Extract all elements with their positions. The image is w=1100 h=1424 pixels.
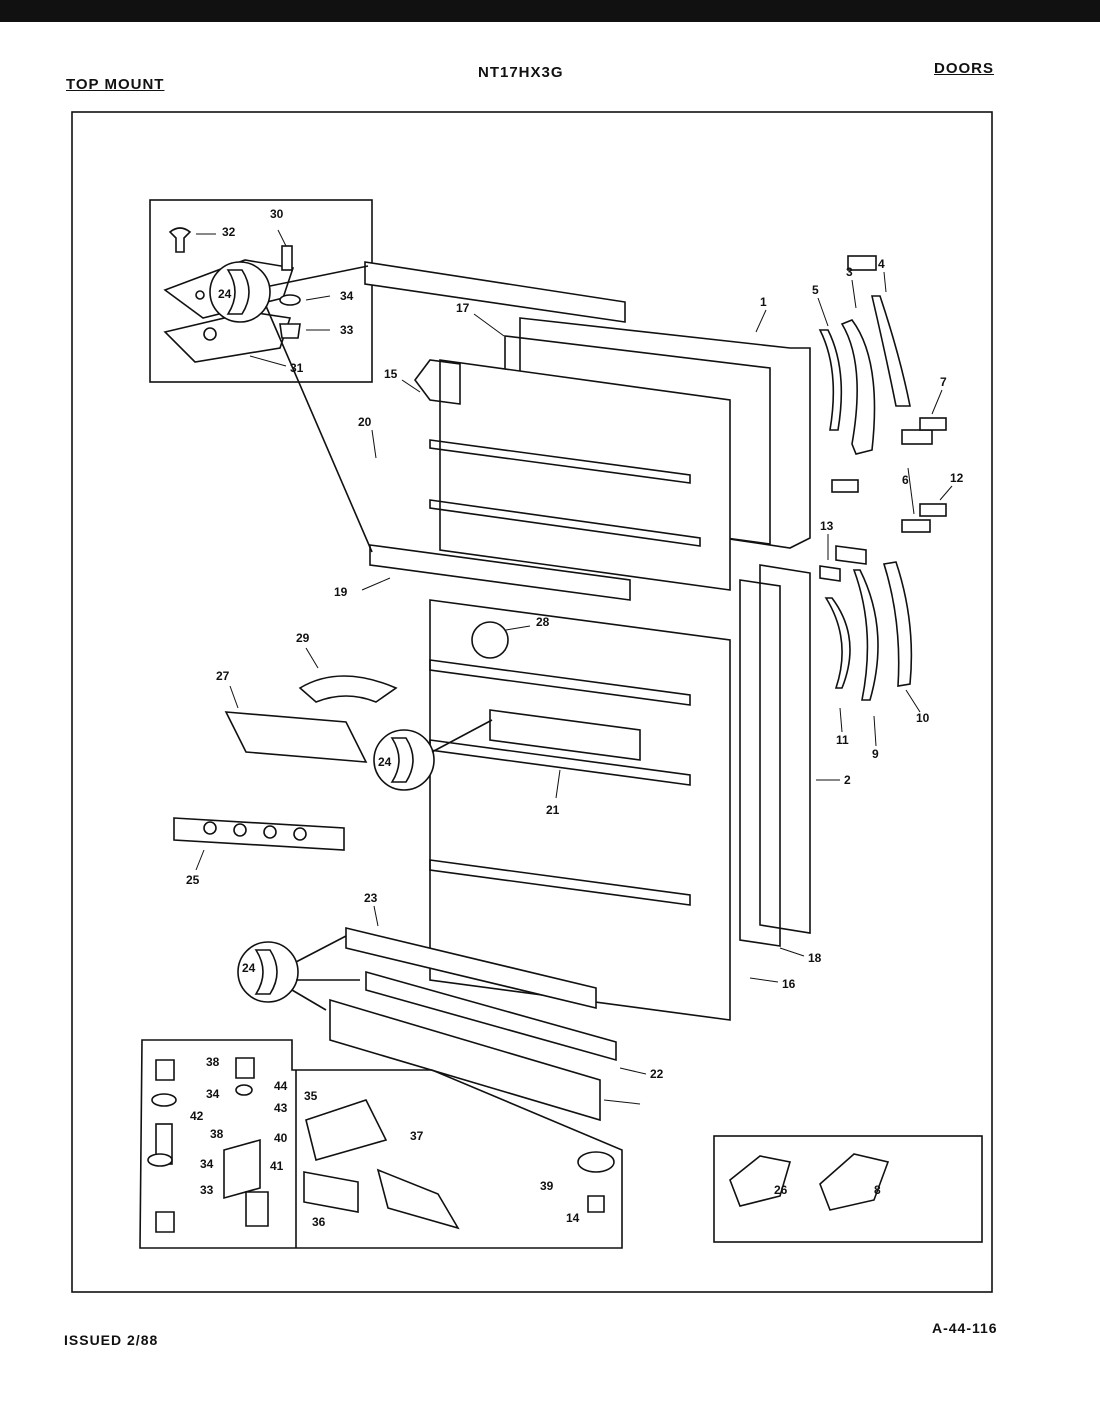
- dairy-door-part: [471, 621, 509, 659]
- freezer-door-assembly: [364, 261, 811, 601]
- lower-hinge-inset: [139, 1039, 623, 1249]
- callout-21: 21: [546, 803, 560, 817]
- callout-33b: 33: [200, 1183, 214, 1197]
- freezer-shelf-bar-lower: [369, 544, 631, 601]
- callout-39: 39: [540, 1179, 554, 1193]
- callout-33: 33: [340, 323, 354, 337]
- door-shelf-bar: [489, 709, 641, 761]
- callout-6: 6: [902, 473, 909, 487]
- callout-20: 20: [358, 415, 372, 429]
- callout-29: 29: [296, 631, 310, 645]
- bushing-part: [279, 323, 301, 339]
- callout-42: 42: [190, 1109, 204, 1123]
- top-border-bar: [0, 0, 1100, 22]
- callout-17: 17: [456, 301, 470, 315]
- callout-27: 27: [216, 669, 230, 683]
- diagram-frame: [71, 111, 993, 1293]
- header-model-number: NT17HX3G: [478, 64, 564, 81]
- callout-19: 19: [334, 585, 348, 599]
- callout-23: 23: [364, 891, 378, 905]
- callout-12: 12: [950, 471, 964, 485]
- callout-34b: 34: [206, 1087, 220, 1101]
- callout-14: 14: [566, 1211, 580, 1225]
- callout-31: 31: [290, 361, 304, 375]
- callout-22: 22: [650, 1067, 664, 1081]
- callout-43: 43: [274, 1101, 288, 1115]
- callout-40: 40: [274, 1131, 288, 1145]
- callout-28: 28: [536, 615, 550, 629]
- callout-16: 16: [782, 977, 796, 991]
- fresh-food-shelf-bars: [329, 926, 617, 1122]
- callout-24: 24: [218, 287, 232, 301]
- freezer-shelf-bar-upper: [364, 261, 626, 323]
- callout-41: 41: [270, 1159, 284, 1173]
- callout-7: 7: [940, 375, 947, 389]
- washer-part: [279, 294, 301, 306]
- callout-9: 9: [872, 747, 879, 761]
- callout-30: 30: [270, 207, 284, 221]
- header-section-title: DOORS: [934, 60, 995, 77]
- leader-lines: [195, 271, 953, 1105]
- callout-35: 35: [304, 1089, 318, 1103]
- callout-3: 3: [846, 265, 853, 279]
- footer-page-code: A-44-116: [932, 1320, 998, 1336]
- butter-compartment-door: [298, 675, 398, 703]
- callout-26: 26: [774, 1183, 788, 1197]
- callout-2: 2: [844, 773, 851, 787]
- door-stop-inset: [713, 1135, 983, 1243]
- callout-34c: 34: [200, 1157, 214, 1171]
- fresh-food-door-outer: [759, 564, 811, 934]
- callout-24c: 24: [242, 961, 256, 975]
- shelf-end-cap-detail: [209, 261, 493, 1011]
- callout-labels: 30 32 34 33 31 1 17 15 20 24 19 5 3 4 7 …: [186, 207, 964, 1229]
- callout-5: 5: [812, 283, 819, 297]
- callout-15: 15: [384, 367, 398, 381]
- callout-13: 13: [820, 519, 834, 533]
- callout-38: 38: [206, 1055, 220, 1069]
- callout-10: 10: [916, 711, 930, 725]
- door-hinges-and-stops: [818, 255, 947, 701]
- callout-1: 1: [760, 295, 767, 309]
- callout-25: 25: [186, 873, 200, 887]
- callout-32: 32: [222, 225, 236, 239]
- callout-24b: 24: [378, 755, 392, 769]
- callout-18: 18: [808, 951, 822, 965]
- callout-11: 11: [836, 733, 849, 747]
- egg-tray: [173, 817, 345, 851]
- butter-compartment: [224, 711, 368, 763]
- callout-37: 37: [410, 1129, 424, 1143]
- header-product-line: TOP MOUNT: [66, 76, 165, 93]
- callout-36: 36: [312, 1215, 326, 1229]
- callout-4: 4: [878, 257, 885, 271]
- fresh-food-door-gasket: [739, 579, 781, 947]
- callout-34: 34: [340, 289, 354, 303]
- hinge-pin-part: [168, 227, 192, 253]
- callout-8: 8: [874, 1183, 881, 1197]
- footer-issue-date: ISSUED 2/88: [64, 1332, 159, 1348]
- callout-44: 44: [274, 1079, 288, 1093]
- accessory-parts: [173, 675, 398, 851]
- callout-38b: 38: [210, 1127, 224, 1141]
- fresh-food-door-assembly: [429, 564, 811, 1021]
- fresh-food-door-liner: [429, 599, 731, 1021]
